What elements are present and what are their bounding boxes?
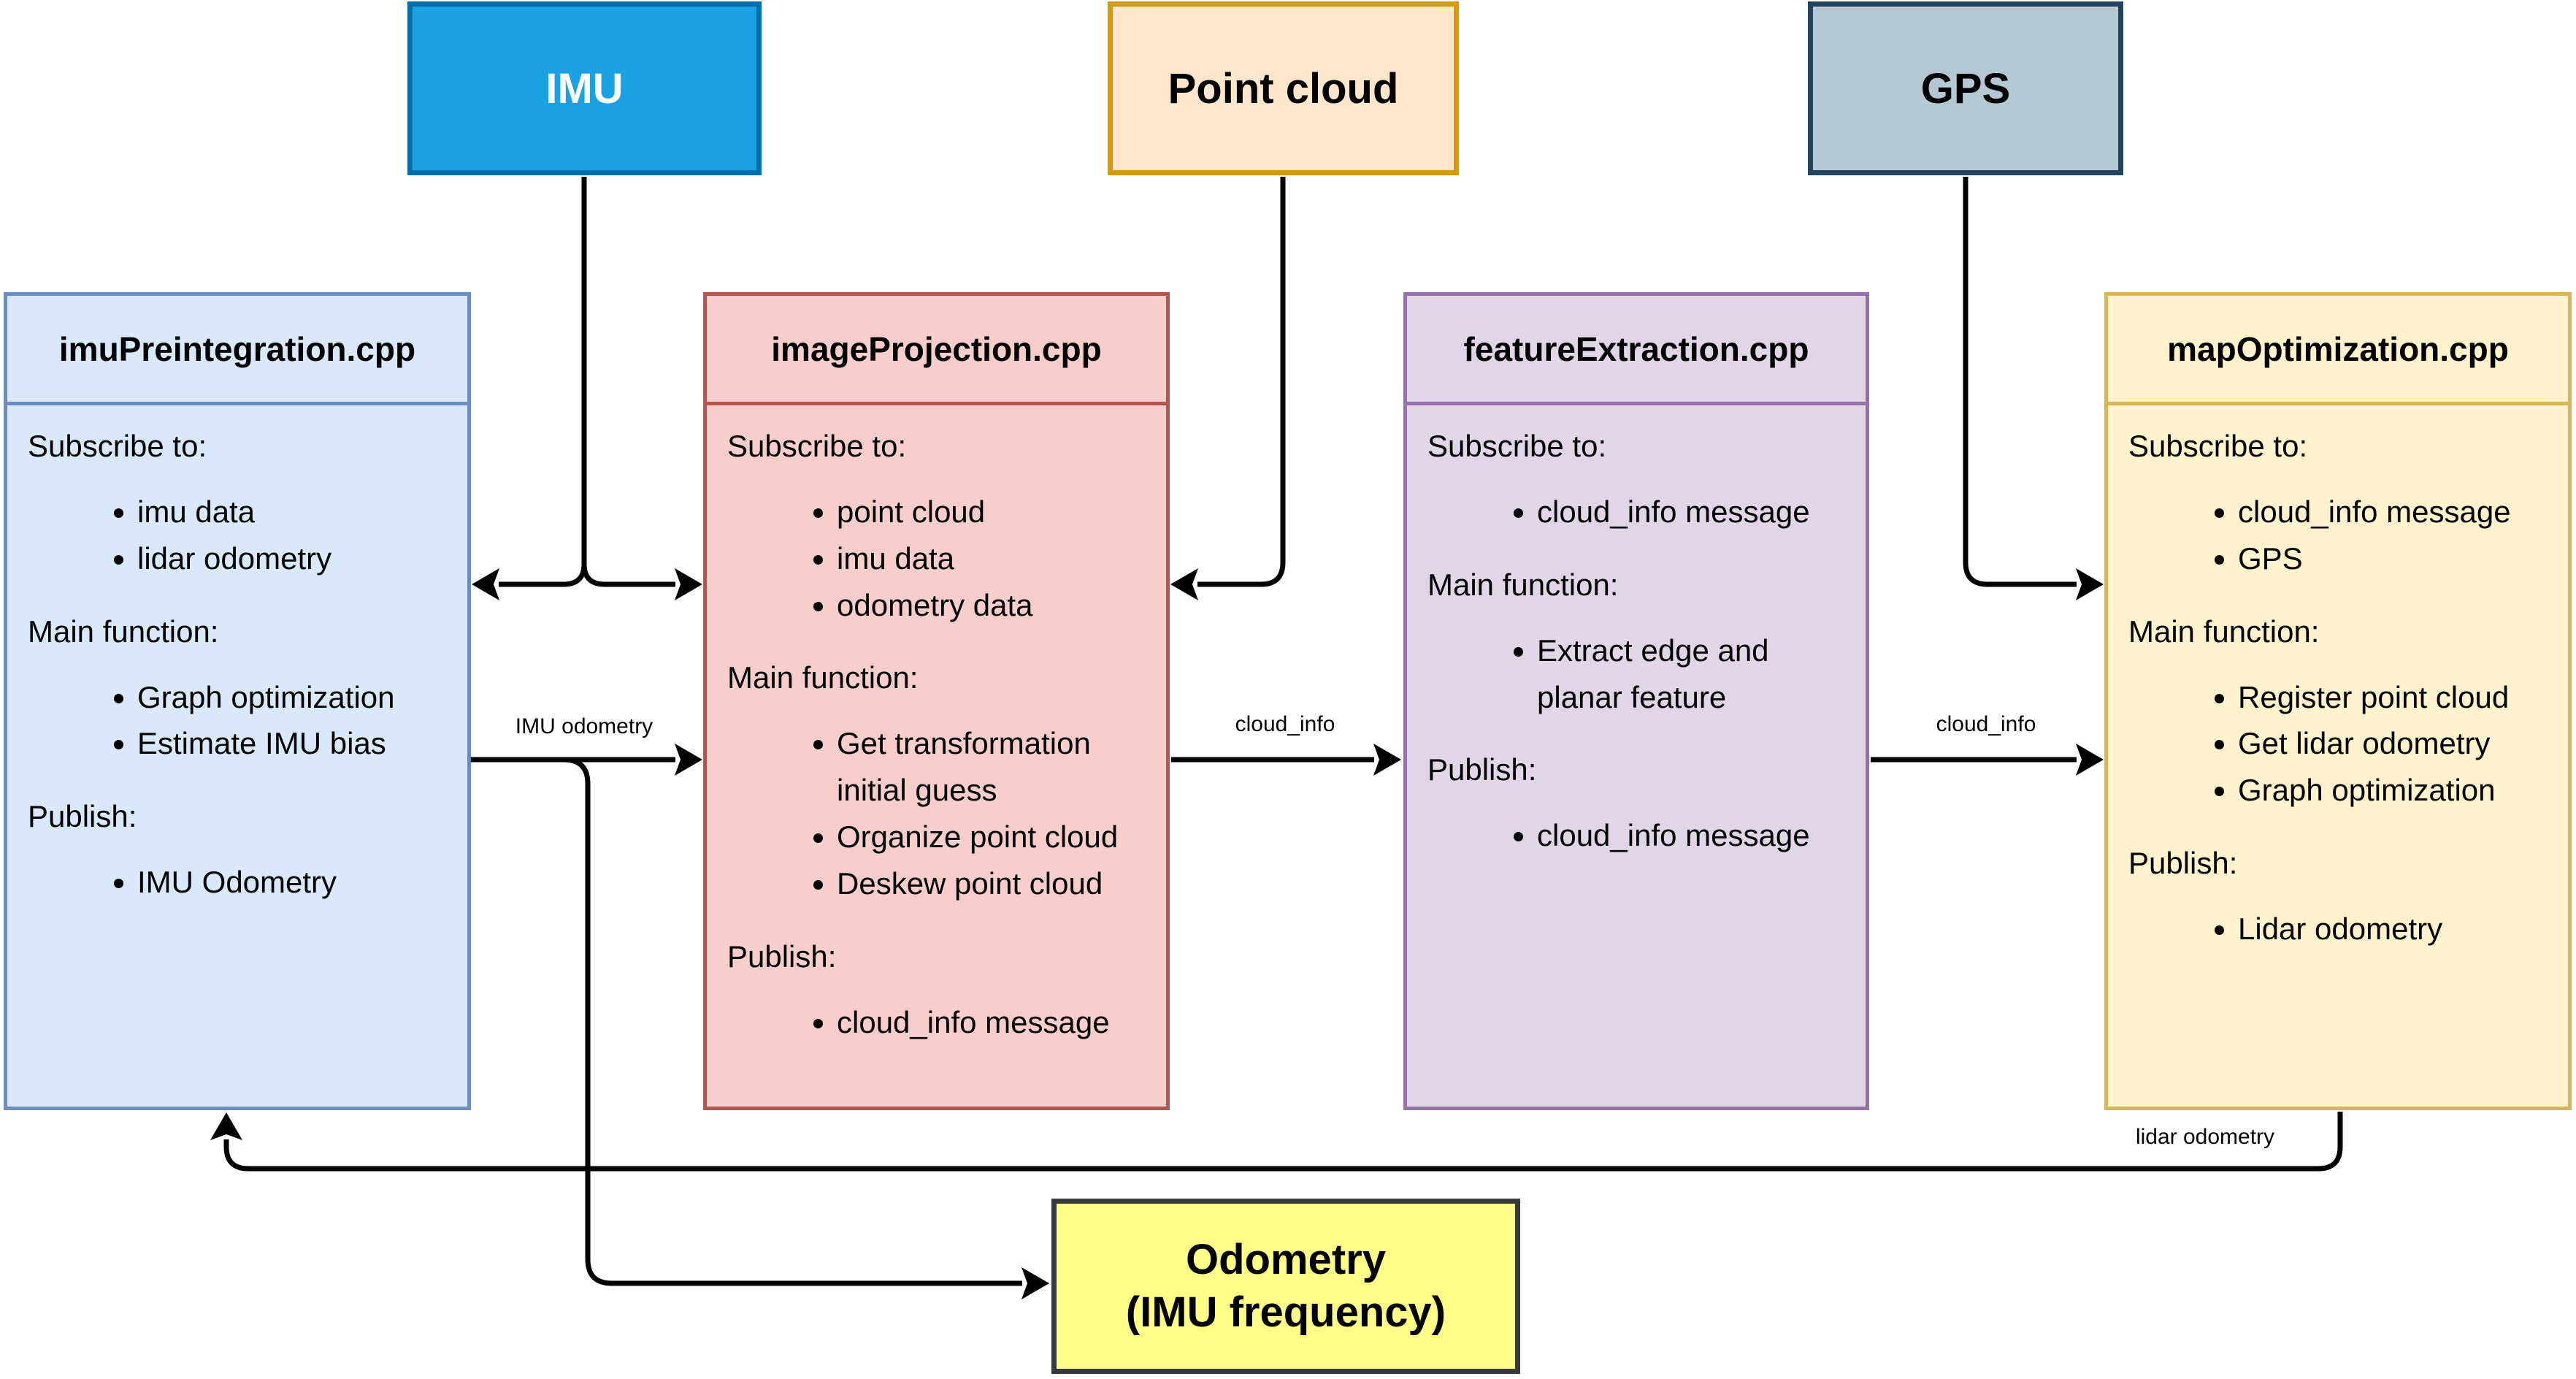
node-mapoptimization: mapOptimization.cpp Subscribe to: cloud_… [2104,292,2572,1110]
section-subscribe: Subscribe to: point cloudimu dataodometr… [727,429,1156,628]
node-gps: GPS [1808,1,2123,175]
section-main-function: Main function: Graph optimizationEstimat… [28,614,457,768]
node-featureextraction-title: featureExtraction.cpp [1407,296,1866,405]
bullet-item: Estimate IMU bias [137,720,457,767]
section-heading: Subscribe to: [2128,429,2308,463]
section-publish: Publish: IMU Odometry [28,799,457,906]
edge-lidar-odometry-feedback [210,1112,2343,1172]
bullet-item: cloud_info message [1537,489,1855,535]
edge-imu-odometry-to-output [563,757,1049,1299]
section-main-function: Main function: Register point cloudGet l… [2128,614,2558,814]
section-heading: Main function: [28,614,219,649]
section-heading: Main function: [2128,614,2320,649]
bullet-item: lidar odometry [137,535,457,582]
bullet-item: Get transformation initial guess [837,720,1156,814]
bullet-item: Lidar odometry [2238,906,2558,952]
bullet-item: Deskew point cloud [837,860,1156,907]
section-heading: Publish: [727,939,837,974]
section-heading: Main function: [1427,567,1619,602]
node-imupreintegration: imuPreintegration.cpp Subscribe to: imu … [4,292,471,1110]
section-subscribe: Subscribe to: imu datalidar odometry [28,429,457,582]
bullet-item: Extract edge and planar feature [1537,627,1855,721]
edge-label-cloud-info-2: cloud_info [1931,712,2041,737]
bullet-item: cloud_info message [837,999,1156,1046]
bullet-item: imu data [137,489,457,535]
bullet-item: cloud_info message [2238,489,2558,535]
node-imu: IMU [407,1,762,175]
bullet-item: cloud_info message [1537,812,1855,859]
section-heading: Main function: [727,660,919,695]
node-imageprojection-body: Subscribe to: point cloudimu dataodometr… [707,405,1166,1107]
bullet-item: Organize point cloud [837,814,1156,860]
node-imupreintegration-body: Subscribe to: imu datalidar odometry Mai… [7,405,467,1107]
bullet-item: GPS [2238,535,2558,582]
section-heading: Publish: [2128,846,2238,881]
section-main-function: Main function: Get transformation initia… [727,660,1156,906]
bullet-item: Get lidar odometry [2238,720,2558,767]
node-imageprojection-title: imageProjection.cpp [707,296,1166,405]
section-heading: Subscribe to: [1427,429,1607,463]
node-imu-label: IMU [545,64,624,112]
node-odometry-label-line1: Odometry [1186,1235,1386,1283]
edge-label-imu-odometry: IMU odometry [510,714,658,739]
edge-pointcloud-to-imageprojection [1170,177,1286,600]
section-publish: Publish: cloud_info message [727,939,1156,1046]
bullet-item: IMU Odometry [137,859,457,906]
node-odometry-output: Odometry (IMU frequency) [1051,1199,1520,1374]
bullet-item: point cloud [837,489,1156,535]
section-heading: Subscribe to: [28,429,207,463]
bullet-item: Graph optimization [2238,767,2558,814]
section-publish: Publish: cloud_info message [1427,752,1855,859]
section-subscribe: Subscribe to: cloud_info messageGPS [2128,429,2558,582]
node-featureextraction-body: Subscribe to: cloud_info message Main fu… [1407,405,1866,1107]
node-gps-label: GPS [1920,64,2011,112]
node-featureextraction: featureExtraction.cpp Subscribe to: clou… [1403,292,1869,1110]
node-point-cloud: Point cloud [1108,1,1459,175]
edge-label-lidar-odometry: lidar odometry [2131,1125,2280,1150]
node-mapoptimization-body: Subscribe to: cloud_info messageGPS Main… [2108,405,2568,1107]
edge-gps-to-mapoptimization [1963,177,2104,600]
node-imageprojection: imageProjection.cpp Subscribe to: point … [703,292,1170,1110]
edge-imu-to-imageprojection [581,563,702,600]
edge-imu-to-imupreintegration [472,563,587,600]
edge-label-cloud-info-1: cloud_info [1230,712,1340,737]
node-mapoptimization-title: mapOptimization.cpp [2108,296,2568,405]
section-heading: Publish: [1427,752,1537,787]
section-subscribe: Subscribe to: cloud_info message [1427,429,1855,535]
bullet-item: imu data [837,535,1156,582]
node-imupreintegration-title: imuPreintegration.cpp [7,296,467,405]
node-odometry-label-line2: (IMU frequency) [1125,1288,1446,1336]
section-main-function: Main function: Extract edge and planar f… [1427,568,1855,721]
node-point-cloud-label: Point cloud [1168,64,1399,112]
bullet-item: odometry data [837,582,1156,629]
bullet-item: Graph optimization [137,674,457,721]
section-heading: Publish: [28,799,137,834]
section-heading: Subscribe to: [727,429,907,463]
section-publish: Publish: Lidar odometry [2128,846,2558,952]
bullet-item: Register point cloud [2238,674,2558,721]
